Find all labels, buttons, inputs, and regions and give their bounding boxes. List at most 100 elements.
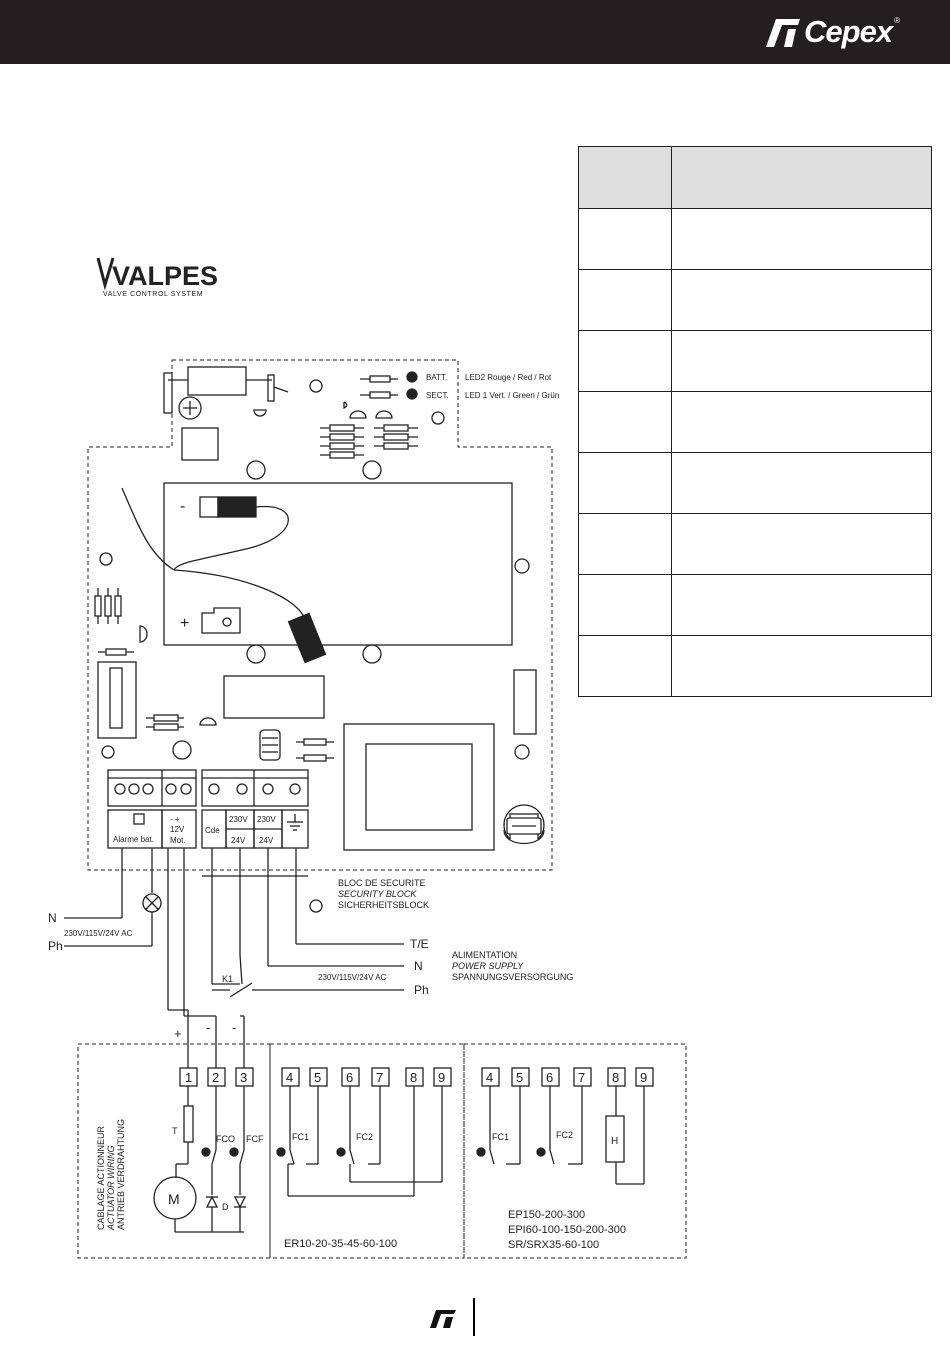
mot-sign-label: - + (170, 815, 180, 824)
supply-te-label: T/E (410, 937, 429, 951)
v230b-label: 230V (257, 815, 276, 824)
battery-minus-label: - (180, 498, 185, 515)
security-block-de: SICHERHEITSBLOCK (338, 900, 429, 910)
ep-terminals (481, 1067, 654, 1087)
ep-terminal-8: 8 (612, 1070, 619, 1085)
actuator-title: CABLAGE ACTIONNEUR ACTUATOR WIRING ANTRI… (96, 1119, 126, 1231)
fco-label: FCO (216, 1134, 235, 1144)
resistor-bank-left (320, 424, 364, 459)
led-batt (360, 371, 418, 383)
er-terminal-5: 5 (314, 1070, 321, 1085)
legend-table-row (578, 269, 932, 331)
heater (605, 1115, 625, 1163)
cepex-logo: Cepex ® (762, 10, 900, 54)
footer-divider (473, 1298, 475, 1336)
led-batt-label: LED2 Rouge / Red / Rot (465, 373, 552, 382)
v230a-label: 230V (229, 815, 248, 824)
er-fc2-label: FC2 (356, 1132, 373, 1142)
m-label: M (168, 1191, 180, 1207)
t-label: T (172, 1126, 178, 1136)
er-terminal-6: 6 (346, 1070, 353, 1085)
v24a-label: 24V (231, 836, 246, 845)
terminal-1-label: 1 (185, 1070, 192, 1085)
battery-compartment (163, 482, 513, 646)
footer-logo-icon (430, 1310, 456, 1328)
led-sect-label: LED 1 Vert. / Green / Grün (465, 391, 559, 400)
battery-plus-label: + (180, 615, 189, 632)
legend-table-row (578, 574, 932, 636)
security-block-fr: BLOC DE SECURITE (338, 878, 426, 888)
supply-title-en: POWER SUPPLY (452, 961, 524, 971)
valpes-name: VALPES (112, 261, 218, 291)
ep-fc1-label: FC1 (492, 1132, 509, 1142)
mot-label: Mot. (170, 836, 186, 845)
terminal-3-label: 3 (240, 1070, 247, 1085)
legend-table-row (578, 330, 932, 392)
alarm-ph-label: Ph (48, 939, 63, 953)
actuator-title-de: ANTRIEB VERDRAHTUNG (116, 1119, 126, 1230)
security-block-en: SECURITY BLOCK (338, 889, 417, 899)
er-model-label: ER10-20-35-45-60-100 (284, 1238, 397, 1250)
k1-label: K1 (222, 974, 233, 984)
legend-table (578, 146, 932, 697)
actuator-title-fr: CABLAGE ACTIONNEUR (96, 1125, 106, 1230)
board-outline (87, 359, 553, 871)
header-bar: Cepex ® (0, 0, 950, 64)
supply-n-label: N (414, 959, 423, 973)
d-label: D (222, 1202, 229, 1212)
ep-model-3: SR/SRX35-60-100 (508, 1239, 599, 1251)
diode-icon (205, 1195, 219, 1208)
legend-table-row (578, 391, 932, 453)
fcf-label: FCF (246, 1134, 264, 1144)
mot-volt-label: 12V (170, 825, 185, 834)
cde-label: Cde (205, 826, 220, 835)
earth-icon (287, 814, 303, 831)
alarm-voltage-label: 230V/115V/24V AC (64, 929, 133, 938)
fuse-holder (187, 366, 247, 396)
cepex-mark-icon (766, 19, 801, 47)
ep-terminal-6: 6 (546, 1070, 553, 1085)
terminal-2-label: 2 (212, 1070, 219, 1085)
terminal-block-left (107, 769, 197, 849)
valpes-logo: VALPES VALVE CONTROL SYSTEM (96, 257, 218, 298)
motor-sign-minus-1: - (206, 1020, 210, 1035)
alarm-terminal-label: Alarme bat. (113, 835, 154, 844)
terminal-block-right (201, 769, 309, 849)
brand-name: Cepex (804, 14, 893, 49)
legend-table-row (578, 208, 932, 270)
thermal-switch (183, 1105, 194, 1143)
motor-sign-minus-2: - (232, 1020, 236, 1035)
ep-model-1: EP150-200-300 (508, 1209, 585, 1221)
ep-terminal-7: 7 (578, 1070, 585, 1085)
actuator-title-en: ACTUATOR WIRING (106, 1145, 116, 1231)
er-terminal-9: 9 (438, 1070, 445, 1085)
er-terminal-7: 7 (376, 1070, 383, 1085)
supply-title-de: SPANNUNGSVERSORGUNG (452, 972, 573, 982)
v24b-label: 24V (259, 836, 274, 845)
resistor-bank-right (374, 424, 418, 450)
legend-table-row (578, 452, 932, 514)
ep-terminal-5: 5 (516, 1070, 523, 1085)
battery-plus-connector (201, 607, 241, 634)
transformer (343, 723, 495, 851)
er-terminal-4: 4 (286, 1070, 293, 1085)
legend-table-row (578, 513, 932, 575)
ep-terminal-4: 4 (486, 1070, 493, 1085)
er-fc1-label: FC1 (292, 1132, 309, 1142)
er-terminal-8: 8 (410, 1070, 417, 1085)
supply-ph-label: Ph (414, 983, 429, 997)
valpes-tagline: VALVE CONTROL SYSTEM (103, 291, 203, 298)
ep-fc2-label: FC2 (556, 1130, 573, 1140)
ep-wiring-box (463, 1043, 687, 1259)
er-terminals (281, 1067, 452, 1087)
supply-voltage-label: 230V/115V/24V AC (318, 973, 387, 982)
legend-table-row (578, 635, 932, 697)
fuses-left (94, 588, 122, 624)
led-sect (360, 388, 418, 400)
relay-left (97, 661, 137, 739)
led-batt-code: BATT. (426, 373, 447, 382)
ep-terminal-9: 9 (640, 1070, 647, 1085)
led-sect-code: SECT. (426, 391, 449, 400)
registered-mark: ® (894, 15, 900, 25)
